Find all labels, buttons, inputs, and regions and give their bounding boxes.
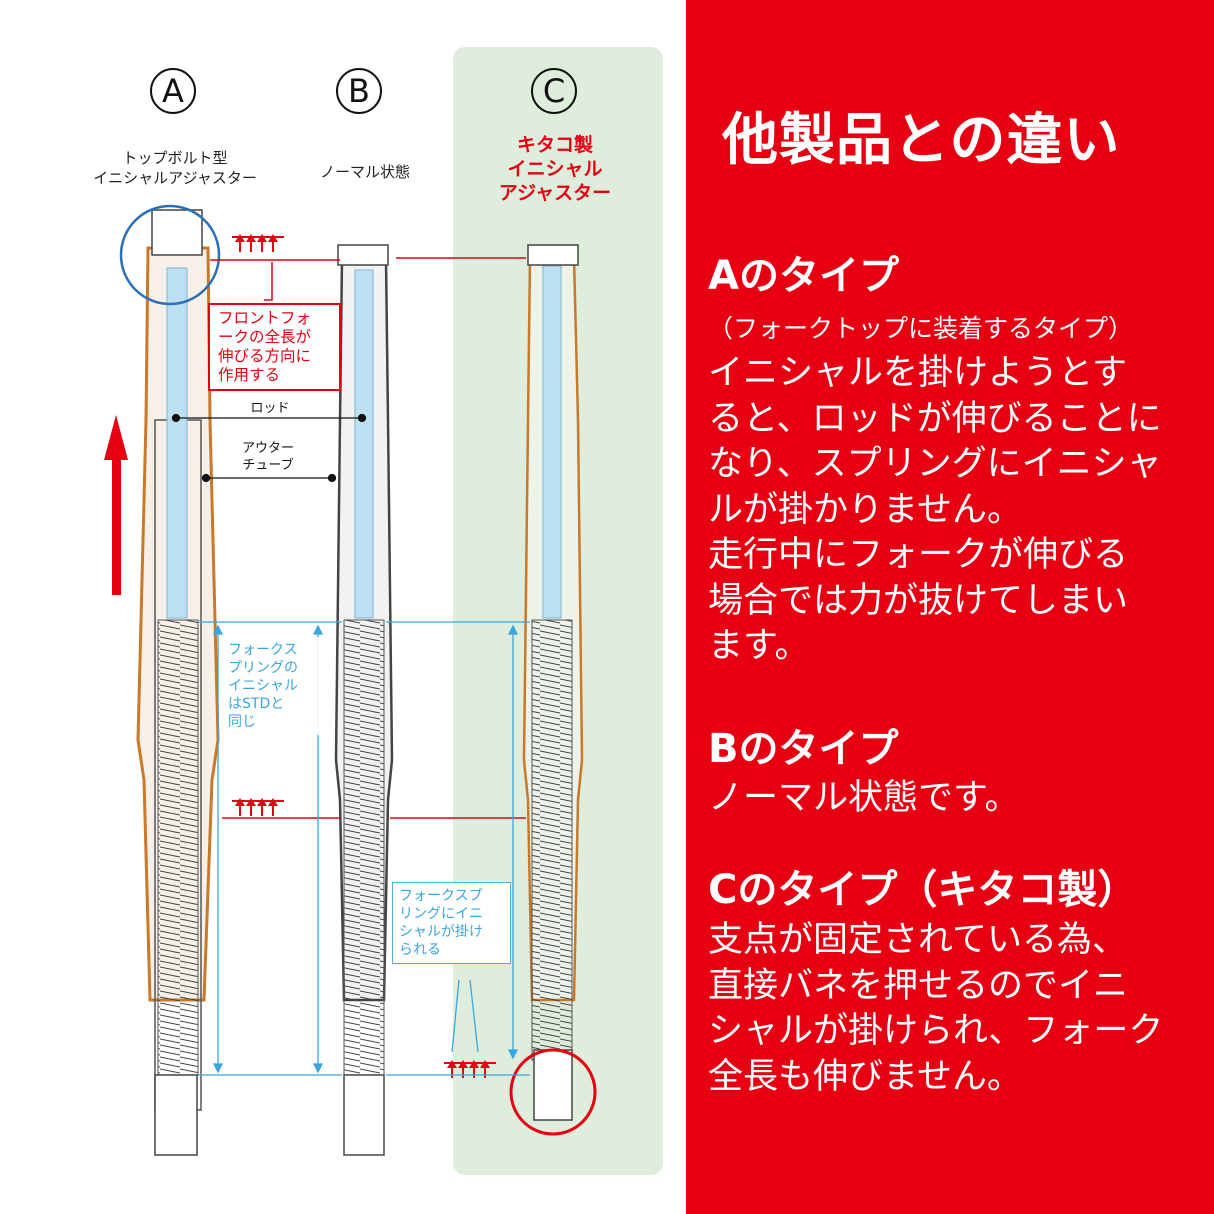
big-red-up-arrow (104, 415, 128, 595)
column-c-label: キタコ製 イニシャル アジャスター (498, 134, 612, 204)
red-reference-lines (210, 257, 526, 819)
section-b-title: Bのタイプ (708, 726, 899, 772)
fork-b-spring (343, 619, 385, 1076)
fork-c-spring (531, 619, 573, 1061)
diagram-area: A B C トップボルト型 イニシャルアジャスター ノーマル状態 キタコ製 イニ… (93, 47, 663, 1175)
section-a-body: イニシャルを掛けようとす ると、ロッドが伸びることに なり、スプリングにイニシャ… (708, 353, 1162, 666)
pointer-lines (171, 413, 367, 483)
fork-a-rod (166, 267, 188, 619)
column-b-label: ノーマル状態 (319, 163, 410, 181)
column-c-letter: C (531, 68, 577, 114)
fork-c-top-cap (527, 244, 579, 266)
red-up-arrows-mid (232, 798, 284, 816)
section-a-title: Aのタイプ (708, 253, 899, 299)
fork-b-bottom-fitting (343, 1074, 385, 1156)
fork-a-top-cap (151, 209, 203, 256)
red-up-arrows-bottom (444, 1060, 496, 1078)
fork-c (509, 244, 597, 1136)
section-b-body: ノーマル状態です。 (708, 778, 1020, 818)
column-a-label: トップボルト型 イニシャルアジャスター (93, 149, 257, 187)
fork-a-bottom-fitting (154, 1074, 198, 1156)
fork-a-top-highlight-circle (119, 204, 221, 306)
spring-initial-applied-callout: フォークスプ リングにイニ シャルが掛け られる (392, 882, 511, 964)
front-fork-extension-callout: フロントフォ ークの全長が 伸びる方向に 作用する (208, 303, 341, 391)
blue-reference-lines (198, 621, 530, 1076)
fork-c-adjuster (533, 1049, 573, 1121)
fork-a-spring (157, 619, 199, 1076)
explanation-panel: 他製品との違い Aのタイプ （フォークトップに装着するタイプ） イニシャルを掛け… (686, 0, 1214, 1214)
fork-b-rod (354, 269, 374, 619)
red-up-arrows-top (232, 234, 284, 252)
section-a-subtitle: （フォークトップに装着するタイプ） (708, 314, 1134, 343)
section-c-title: Cのタイプ（キタコ製） (708, 867, 1138, 913)
column-b-letter: B (336, 68, 382, 114)
fork-c-bottom-highlight-circle (509, 1048, 597, 1136)
section-c-body: 支点が固定されている為、 直接バネを押せるのでイニ シャルが掛けられ、フォーク … (708, 920, 1164, 1097)
fork-b-top-cap (337, 244, 389, 266)
fork-a (119, 204, 221, 1156)
outer-tube-label: アウター チューブ (228, 440, 308, 474)
fork-b (334, 244, 394, 1156)
fork-c-rod (542, 265, 562, 619)
panel-title: 他製品との違い (722, 108, 1121, 173)
column-a-letter: A (150, 68, 196, 114)
rod-label: ロッド (240, 400, 300, 417)
spring-initial-std-callout: フォークス プリングの イニシャル はSTDと 同じ (222, 637, 324, 735)
fork-diagram (104, 204, 597, 1156)
